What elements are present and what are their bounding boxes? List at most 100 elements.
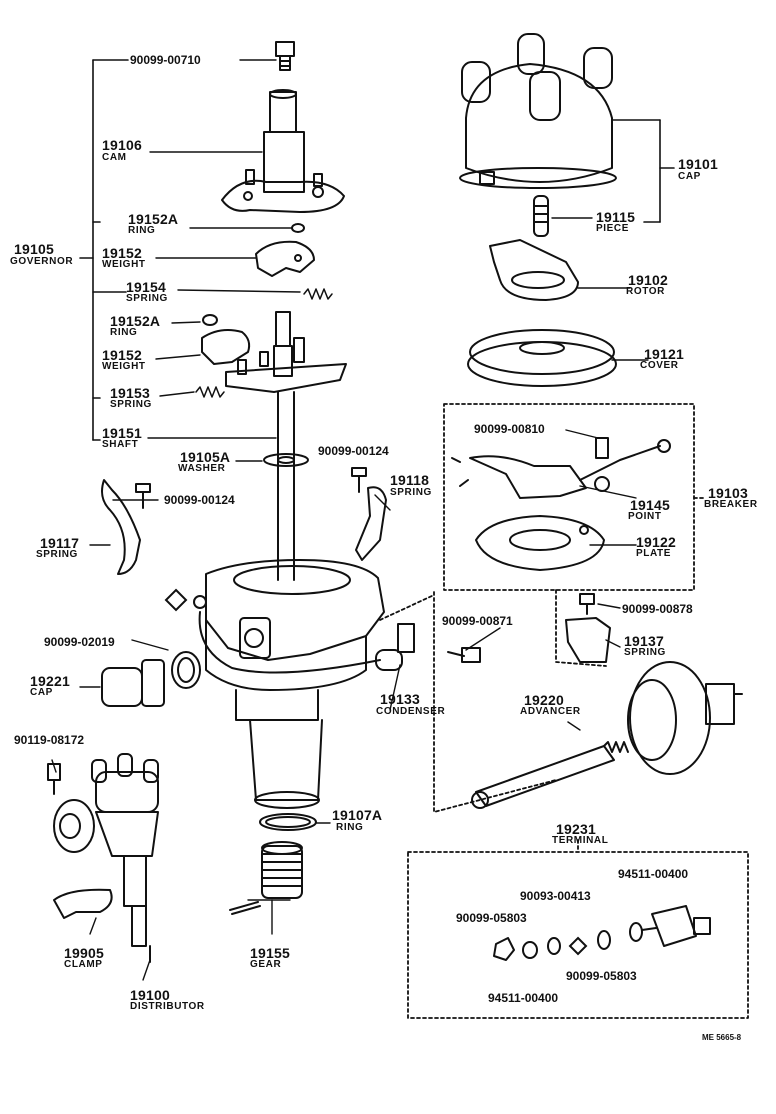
- ring-19107A: [259, 813, 317, 831]
- gear-19155: [229, 841, 303, 915]
- label-90099-00871: 90099-00871: [442, 614, 513, 628]
- label-cap-19221: CAP: [30, 687, 53, 698]
- label-19121: 19121: [644, 346, 684, 362]
- label-point: POINT: [628, 511, 662, 522]
- label-cap-19101: CAP: [678, 171, 701, 182]
- spring-19137: [565, 617, 611, 663]
- spring-19118: [355, 486, 387, 561]
- label-19102: 19102: [628, 272, 668, 288]
- ring-19152A-lower: [202, 314, 218, 326]
- label-90099-05803-left: 90099-05803: [456, 911, 527, 925]
- label-90099-00124-right: 90099-00124: [318, 444, 389, 458]
- label-spring-19117: SPRING: [36, 549, 78, 560]
- weight-19152-lower: [201, 329, 251, 365]
- label-90093-00413: 90093-00413: [520, 889, 591, 903]
- label-condenser: CONDENSER: [376, 706, 446, 717]
- label-piece: PIECE: [596, 223, 630, 234]
- label-19153: 19153: [110, 385, 150, 401]
- distributor-housing: [193, 559, 385, 809]
- screw-90099-00124-right: [351, 467, 367, 493]
- label-19905: 19905: [64, 945, 104, 961]
- label-19231: 19231: [556, 821, 596, 837]
- spring-19153: [195, 386, 225, 398]
- label-19105A: 19105A: [180, 449, 231, 465]
- label-19107A: 19107A: [332, 807, 383, 823]
- label-90099-05803-right: 90099-05803: [566, 969, 637, 983]
- label-19106: 19106: [102, 137, 142, 153]
- label-90099-02019: 90099-02019: [44, 635, 115, 649]
- label-clamp: CLAMP: [64, 959, 103, 970]
- label-19145: 19145: [630, 497, 670, 513]
- label-90099-00810: 90099-00810: [474, 422, 545, 436]
- label-19137: 19137: [624, 633, 664, 649]
- label-90119-08172: 90119-08172: [14, 733, 85, 747]
- distributor-cap-19101: [459, 33, 617, 189]
- label-gear: GEAR: [250, 959, 282, 970]
- label-90099-00124-left: 90099-00124: [164, 493, 235, 507]
- label-shaft: SHAFT: [102, 439, 139, 450]
- label-19117: 19117: [40, 535, 80, 551]
- reference-marks: [164, 588, 588, 956]
- label-19103: 19103: [708, 485, 748, 501]
- screw-90099-00871: [447, 647, 481, 663]
- label-washer: WASHER: [178, 463, 226, 474]
- label-spring-19118: SPRING: [390, 487, 432, 498]
- diamond-mark-left: [164, 588, 188, 612]
- label-19152A-upper: 19152A: [128, 211, 179, 227]
- weight-19152-upper: [255, 240, 315, 277]
- label-19101: 19101: [678, 156, 718, 172]
- label-19154: 19154: [126, 279, 166, 295]
- label-19152A-lower: 19152A: [110, 313, 161, 329]
- label-19220: 19220: [524, 692, 564, 708]
- label-spring-19153: SPRING: [110, 399, 152, 410]
- distributor-assembly-19100: [47, 753, 159, 963]
- cover-19121: [467, 329, 617, 387]
- label-governor: GOVERNOR: [10, 256, 74, 267]
- label-advancer: ADVANCER: [520, 706, 581, 717]
- label-spring-19137: SPRING: [624, 647, 666, 658]
- diamond-mark-terminal: [568, 936, 588, 956]
- breaker-point-19145: [451, 437, 671, 499]
- label-weight-upper: WEIGHT: [102, 259, 146, 270]
- label-19115: 19115: [596, 209, 636, 225]
- terminal-parts: [493, 905, 711, 961]
- label-19105: 19105: [14, 241, 54, 257]
- label-weight-lower: WEIGHT: [102, 361, 146, 372]
- label-19155: 19155: [250, 945, 290, 961]
- washer-19105A: [263, 453, 309, 467]
- ring-19152A-upper: [291, 223, 305, 233]
- advancer-19220: [471, 661, 743, 809]
- label-19122: 19122: [636, 534, 676, 550]
- label-ring-lower: RING: [110, 327, 138, 338]
- label-spring-19154: SPRING: [126, 293, 168, 304]
- spring-19154: [303, 288, 333, 300]
- label-19100: 19100: [130, 987, 170, 1003]
- cap-19221: [101, 651, 201, 707]
- label-19133: 19133: [380, 691, 420, 707]
- breaker-box: [379, 403, 707, 813]
- label-19118: 19118: [390, 472, 430, 488]
- cam-19106: [221, 89, 345, 213]
- screw-90099-00878: [579, 593, 595, 615]
- governor-group-bracket: [79, 59, 129, 441]
- label-90099-00710: 90099-00710: [130, 53, 201, 67]
- label-distributor: DISTRIBUTOR: [130, 1001, 205, 1012]
- label-terminal: TERMINAL: [552, 835, 609, 846]
- label-94511-00400-bottom: 94511-00400: [488, 991, 559, 1005]
- label-19152-upper: 19152: [102, 245, 142, 261]
- label-19221: 19221: [30, 673, 70, 689]
- plate-19122: [475, 515, 605, 571]
- clamp-19905: [53, 888, 113, 919]
- label-rotor: ROTOR: [626, 286, 665, 297]
- spring-19117: [101, 479, 141, 575]
- label-90099-00878: 90099-00878: [622, 602, 693, 616]
- label-94511-00400-top: 94511-00400: [618, 867, 689, 881]
- label-plate: PLATE: [636, 548, 672, 559]
- shaft-19151: [225, 311, 347, 581]
- label-ring-upper: RING: [128, 225, 156, 236]
- label-cam: CAM: [102, 152, 127, 163]
- rotor-19102: [489, 239, 579, 301]
- piece-19115: [533, 195, 549, 237]
- label-breaker: BREAKER: [704, 499, 758, 510]
